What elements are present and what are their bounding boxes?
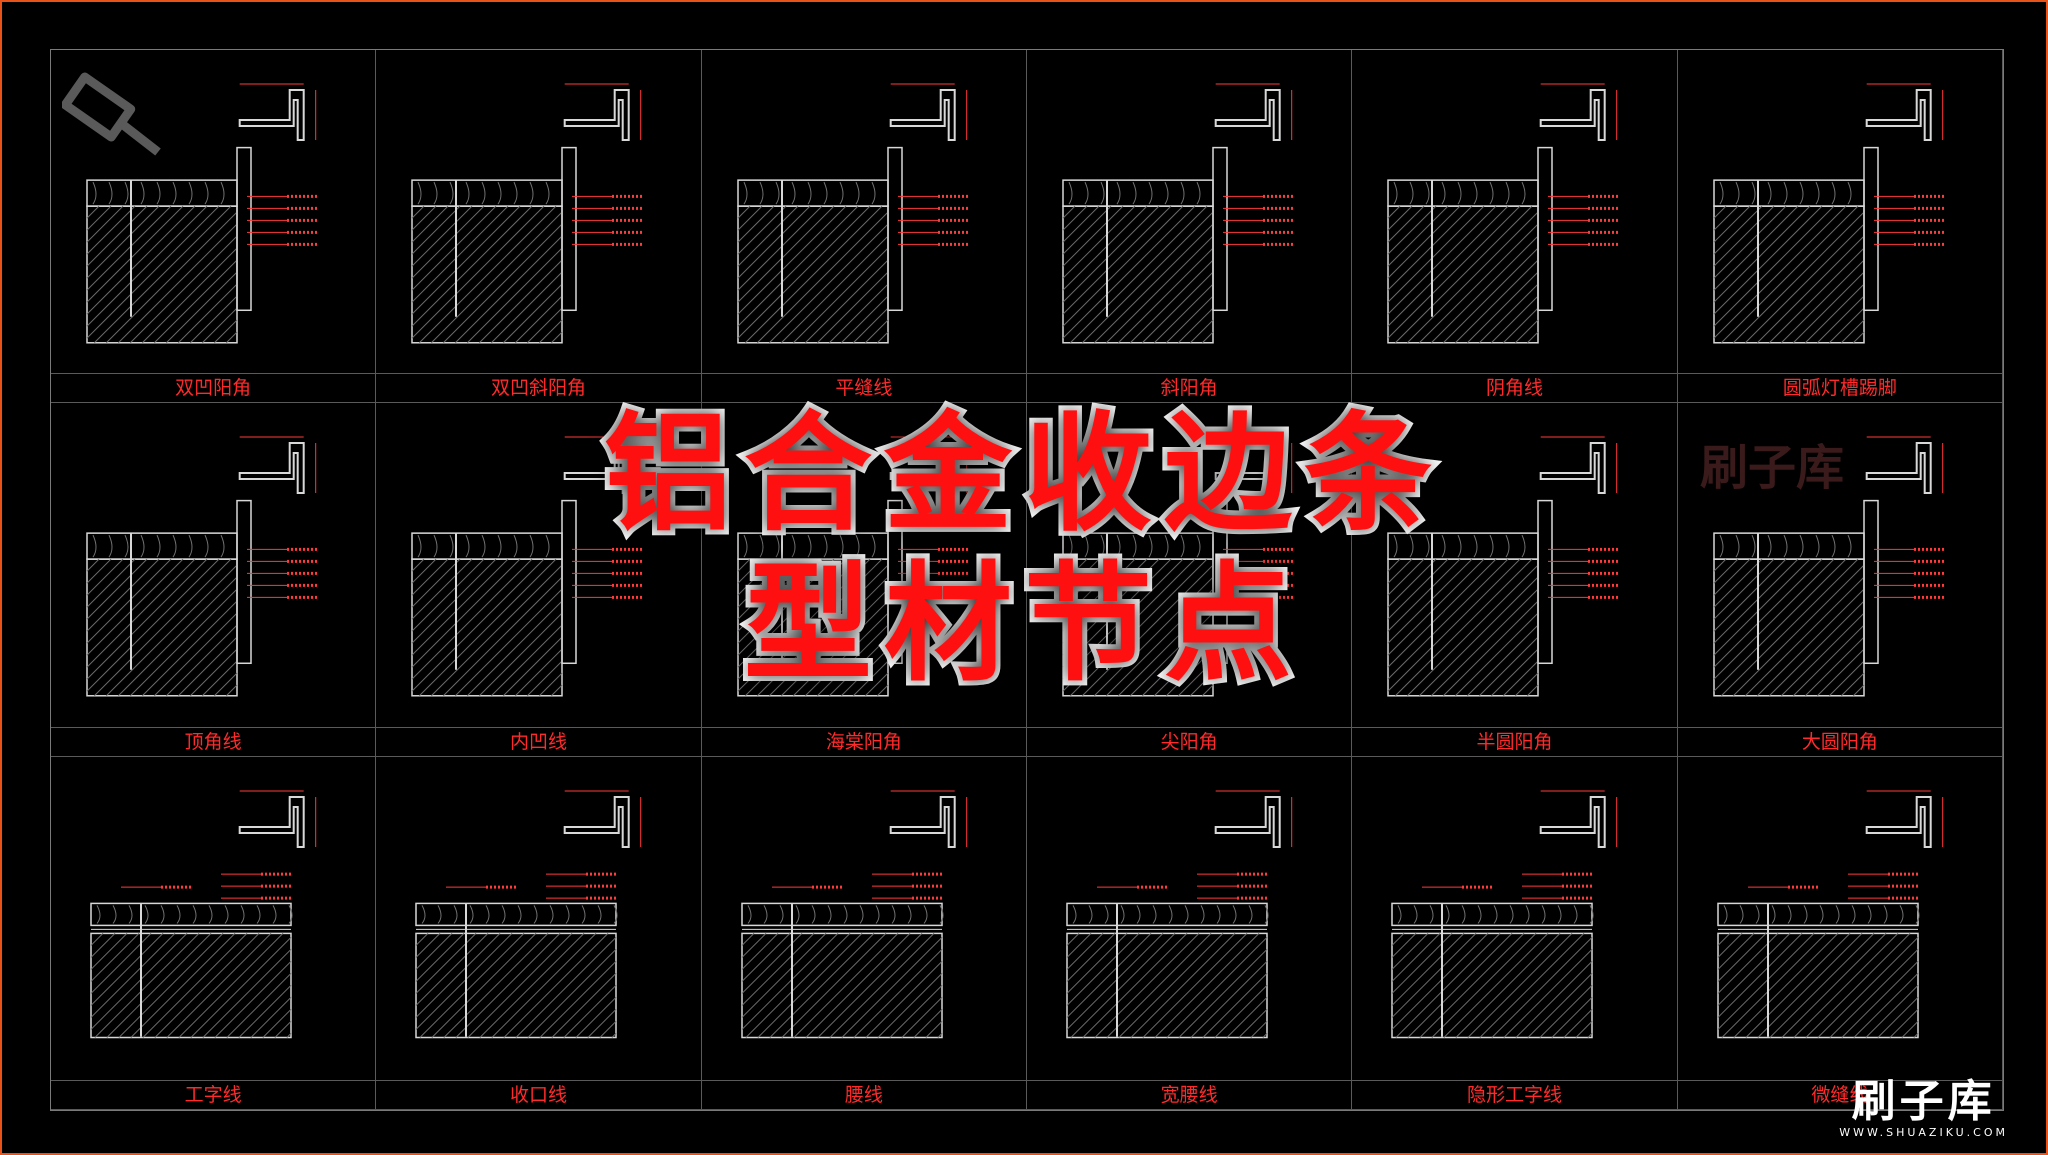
- title-line-1: 铝合金收边条: [599, 395, 1444, 554]
- detail-drawing: [740, 790, 967, 1038]
- panel-caption: 腰线: [701, 1079, 1026, 1109]
- detail-drawing: [1387, 436, 1619, 697]
- detail-panel: 大圆阳角: [1677, 403, 2003, 757]
- panel-caption: 工字线: [51, 1079, 376, 1109]
- detail-drawing: [1387, 83, 1619, 344]
- detail-panel: 工字线: [51, 756, 377, 1110]
- detail-drawing: [411, 436, 643, 697]
- detail-panel: 双凹阳角: [51, 50, 377, 404]
- watermark-text: 刷子库: [1700, 440, 1845, 496]
- detail-panel: 海棠阳角: [701, 403, 1027, 757]
- detail-panel: 双凹斜阳角: [376, 50, 702, 404]
- detail-drawing: [1066, 790, 1293, 1038]
- detail-panel: 内凹线: [376, 403, 702, 757]
- panel-caption: 大圆阳角: [1677, 726, 2002, 756]
- panel-caption: 半圆阳角: [1352, 726, 1677, 756]
- panel-caption: 海棠阳角: [701, 726, 1026, 756]
- panel-caption: 双凹阳角: [51, 373, 376, 402]
- detail-panel: 收口线: [376, 756, 702, 1110]
- panel-caption: 平缝线: [701, 373, 1026, 402]
- detail-drawing: [411, 83, 643, 344]
- detail-panel: 半圆阳角: [1352, 403, 1678, 757]
- paintbrush-icon: [60, 72, 172, 166]
- detail-panel: 平缝线: [701, 50, 1027, 404]
- detail-drawing: [1062, 436, 1293, 697]
- detail-drawing: [415, 790, 642, 1038]
- brand-name: 刷子库: [1851, 1076, 1996, 1127]
- detail-drawing: [1712, 83, 1944, 344]
- detail-panel: 腰线: [701, 756, 1027, 1110]
- detail-drawing: [736, 436, 968, 697]
- detail-panel: 宽腰线: [1027, 756, 1353, 1110]
- detail-drawing: [86, 436, 317, 697]
- detail-panel: 顶角线: [51, 403, 377, 757]
- detail-drawing: [736, 83, 968, 344]
- detail-drawing: [90, 790, 317, 1038]
- detail-panel: 圆弧灯槽踢脚: [1677, 50, 2003, 404]
- detail-drawing: [1712, 436, 1944, 697]
- panel-caption: 阴角线: [1352, 373, 1677, 402]
- title-line-2: 型材节点: [739, 545, 1304, 704]
- drawing-sheet: 双凹阳角双凹斜阳角平缝线斜阳角阴角线圆弧灯槽踢脚顶角线内凹线海棠阳角尖阳角半圆阳…: [50, 49, 2004, 1111]
- brand-logo: 刷子库 WWW.SHUAZIKU.COM: [1839, 1076, 2008, 1140]
- detail-panel: 斜阳角: [1027, 50, 1353, 404]
- panel-caption: 斜阳角: [1027, 373, 1352, 402]
- detail-drawing: [86, 83, 317, 344]
- panel-caption: 顶角线: [51, 726, 376, 756]
- detail-drawing: [1716, 790, 1943, 1038]
- main-title: 铝合金收边条 型材节点: [0, 395, 2048, 704]
- panel-caption: 隐形工字线: [1352, 1079, 1677, 1109]
- panel-caption: 内凹线: [376, 726, 701, 756]
- detail-drawing: [1391, 790, 1618, 1038]
- detail-panel: 阴角线: [1352, 50, 1678, 404]
- panel-caption: 微缝线: [1677, 1079, 2002, 1109]
- detail-panel: 尖阳角: [1027, 403, 1353, 757]
- panel-caption: 收口线: [376, 1079, 701, 1109]
- brand-url: WWW.SHUAZIKU.COM: [1839, 1126, 2008, 1139]
- detail-drawing: [1062, 83, 1293, 344]
- detail-panel: 隐形工字线: [1352, 756, 1678, 1110]
- panel-caption: 宽腰线: [1027, 1079, 1352, 1109]
- detail-panel: 微缝线: [1677, 756, 2003, 1110]
- panel-caption: 双凹斜阳角: [376, 373, 701, 402]
- panel-caption: 圆弧灯槽踢脚: [1677, 373, 2002, 402]
- panel-caption: 尖阳角: [1027, 726, 1352, 756]
